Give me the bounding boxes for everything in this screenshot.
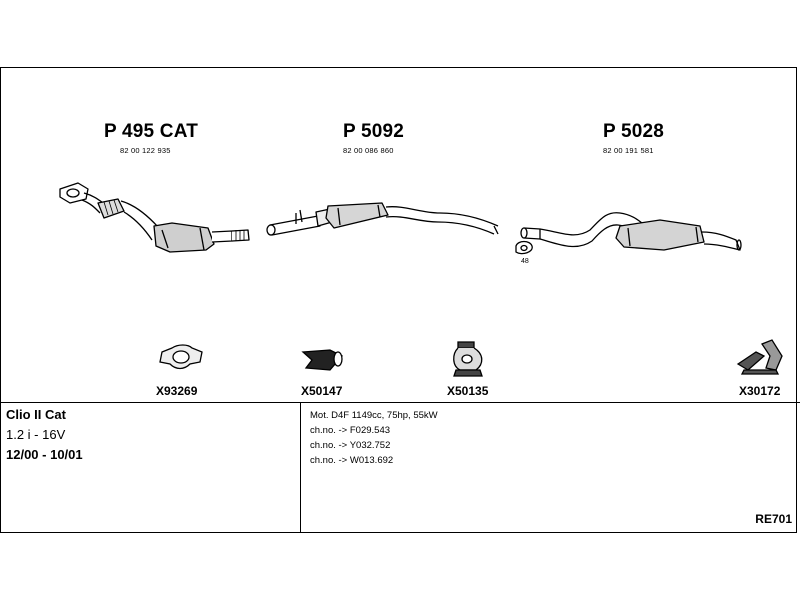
note-engine: Mot. D4F 1149cc, 75hp, 55kW — [310, 410, 438, 421]
notes-block: Mot. D4F 1149cc, 75hp, 55kW ch.no. -> F0… — [310, 408, 438, 468]
part-code-catalyst: P 495 CAT — [104, 121, 199, 142]
vehicle-model: Clio II Cat — [6, 407, 66, 422]
horizontal-divider — [0, 402, 800, 403]
part-number-middle-silencer: 82 00 086 860 — [343, 146, 394, 155]
note-chassis-2: ch.no. -> Y032.752 — [310, 440, 391, 451]
note-chassis-1: ch.no. -> F029.543 — [310, 425, 391, 436]
fitting-code-bracket: X30172 — [739, 384, 781, 398]
vertical-divider — [300, 402, 301, 533]
reference-code: RE701 — [755, 512, 792, 526]
fitting-code-clamp: X93269 — [156, 384, 198, 398]
part-code-rear-silencer: P 5028 — [603, 121, 665, 142]
part-code-middle-silencer: P 5092 — [343, 121, 405, 142]
diagram-frame — [0, 67, 797, 533]
note-chassis-3: ch.no. -> W013.692 — [310, 455, 394, 466]
part-number-rear-silencer: 82 00 191 581 — [603, 146, 654, 155]
gasket-label: 48 — [521, 258, 529, 265]
fitting-code-seal-ring: X50147 — [301, 384, 343, 398]
vehicle-engine: 1.2 i - 16V — [6, 427, 66, 442]
part-number-catalyst: 82 00 122 935 — [120, 146, 171, 155]
fitting-code-rubber-mount: X50135 — [447, 384, 489, 398]
vehicle-years: 12/00 - 10/01 — [6, 447, 83, 462]
